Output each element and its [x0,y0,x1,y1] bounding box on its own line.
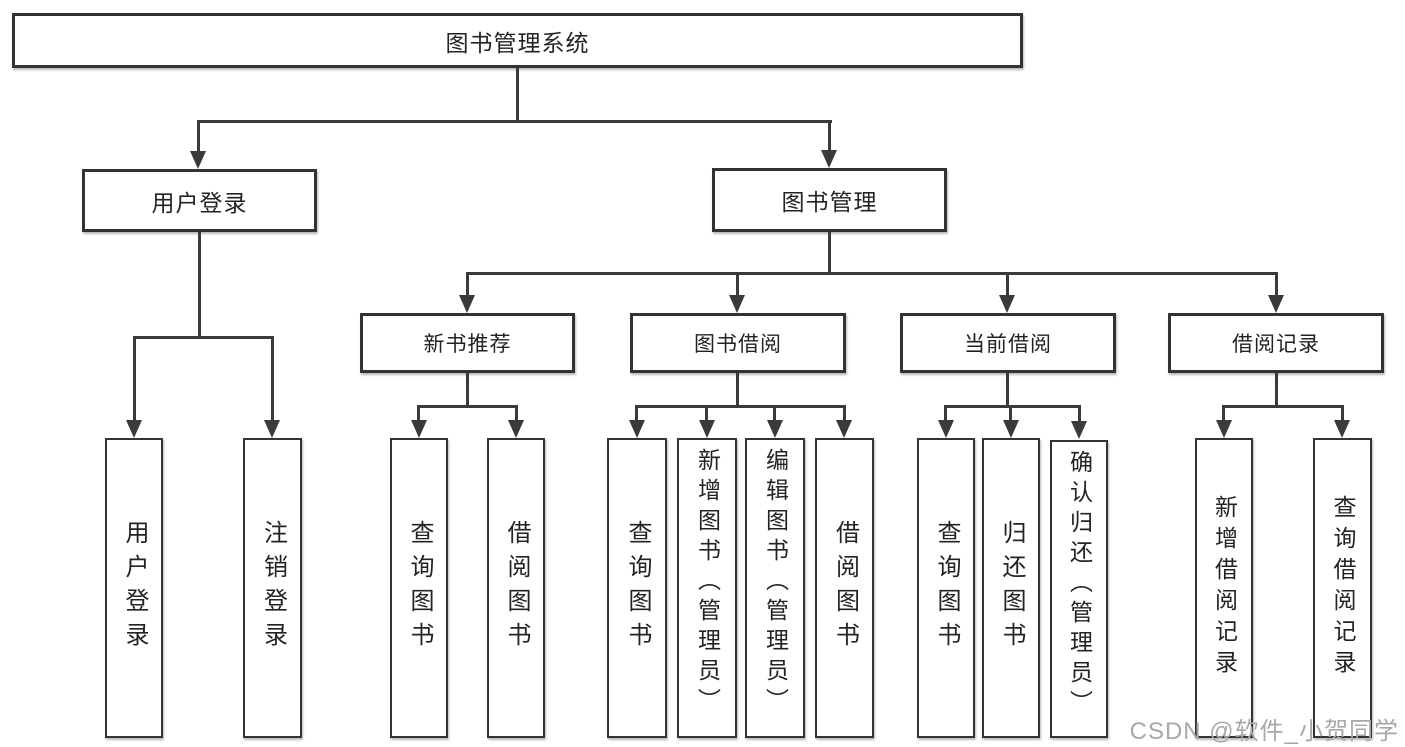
node-book-management: 图书管理 [712,168,947,232]
node-leaf-edit-books-admin-label: 编辑图书（管理员） [762,448,789,718]
connector-line [1341,405,1344,422]
csdn-watermark: CSDN @软件_小贺同学 [1129,718,1399,745]
connector-line [516,68,519,122]
node-leaf-query-books-1: 查询图书 [390,438,448,738]
node-leaf-query-books-2: 查询图书 [607,438,667,738]
node-leaf-logout-label: 注销登录 [259,520,287,656]
node-new-book-recommend: 新书推荐 [360,313,575,373]
connector-line [944,405,947,422]
connector-line [1222,405,1344,408]
arrowhead-icon [821,150,837,168]
node-leaf-confirm-return-admin-label: 确认归还（管理员） [1066,450,1093,720]
node-leaf-user-login: 用户登录 [105,438,163,738]
node-current-borrowing-label: 当前借阅 [964,333,1052,356]
node-leaf-query-books-2-label: 查询图书 [624,520,651,656]
connector-line [1222,405,1225,422]
connector-line [635,405,846,408]
node-leaf-borrow-books-1: 借阅图书 [487,438,545,738]
connector-line [773,405,776,422]
arrowhead-icon [459,295,475,313]
node-leaf-borrow-books-2-label: 借阅图书 [831,520,859,656]
connector-line [133,336,274,339]
arrowhead-icon [1216,420,1232,438]
node-leaf-logout: 注销登录 [243,438,302,738]
connector-line [1078,405,1081,422]
node-leaf-add-borrow-record-label: 新增借阅记录 [1211,495,1238,681]
connector-line [271,336,274,422]
arrowhead-icon [1268,295,1284,313]
arrowhead-icon [767,420,783,438]
connector-line [828,120,831,153]
connector-line [466,272,1278,275]
connector-line [843,405,846,422]
arrowhead-icon [264,420,280,438]
connector-line [828,232,831,275]
connector-line [1006,373,1009,407]
node-leaf-borrow-books-1-label: 借阅图书 [503,520,530,656]
node-book-borrowing: 图书借阅 [630,313,846,373]
connector-line [515,405,518,422]
connector-line [197,120,200,153]
node-leaf-query-books-1-label: 查询图书 [406,520,433,656]
node-leaf-borrow-books-2: 借阅图书 [815,438,874,738]
connector-line [197,120,832,123]
connector-line [466,373,469,407]
arrowhead-icon [1003,420,1019,438]
connector-line [417,405,420,422]
node-leaf-add-books-admin: 新增图书（管理员） [677,438,737,738]
connector-line [1006,272,1009,297]
connector-line [1275,272,1278,297]
connector-line [133,336,136,422]
arrowhead-icon [190,151,206,169]
node-leaf-query-books-3-label: 查询图书 [933,520,960,656]
connector-line [736,373,739,407]
node-borrowing-records-label: 借阅记录 [1232,333,1320,356]
node-leaf-edit-books-admin: 编辑图书（管理员） [745,438,805,738]
arrowhead-icon [411,420,427,438]
connector-line [417,405,518,408]
arrowhead-icon [1334,420,1350,438]
node-leaf-add-borrow-record: 新增借阅记录 [1195,438,1253,738]
connector-line [1275,373,1278,407]
node-leaf-return-books-label: 归还图书 [998,520,1025,656]
arrowhead-icon [999,295,1015,313]
node-leaf-user-login-label: 用户登录 [121,520,148,656]
node-new-book-recommend-label: 新书推荐 [423,333,512,356]
node-root-label: 图书管理系统 [445,29,590,56]
node-user-login-label: 用户登录 [151,189,248,216]
arrowhead-icon [508,420,524,438]
node-leaf-query-borrow-record: 查询借阅记录 [1313,438,1372,738]
connector-line [1009,405,1012,422]
arrowhead-icon [629,420,645,438]
node-leaf-add-books-admin-label: 新增图书（管理员） [694,448,721,718]
connector-line [198,232,201,339]
node-leaf-query-books-3: 查询图书 [917,438,975,738]
connector-line [466,272,469,297]
arrowhead-icon [836,420,852,438]
connector-line [944,405,1081,408]
connector-line [736,272,739,297]
node-root: 图书管理系统 [12,13,1023,68]
node-book-management-label: 图书管理 [781,189,878,215]
arrowhead-icon [699,420,715,438]
connector-line [705,405,708,422]
node-leaf-return-books: 归还图书 [982,438,1040,738]
node-borrowing-records: 借阅记录 [1168,313,1384,373]
node-leaf-query-borrow-record-label: 查询借阅记录 [1330,495,1356,681]
node-leaf-confirm-return-admin: 确认归还（管理员） [1050,440,1108,738]
connector-line [635,405,638,422]
arrowhead-icon [729,295,745,313]
arrowhead-icon [938,420,954,438]
arrowhead-icon [126,420,142,438]
arrowhead-icon [1071,421,1087,439]
node-user-login: 用户登录 [82,169,317,232]
node-current-borrowing: 当前借阅 [900,313,1116,373]
node-book-borrowing-label: 图书借阅 [694,333,782,356]
